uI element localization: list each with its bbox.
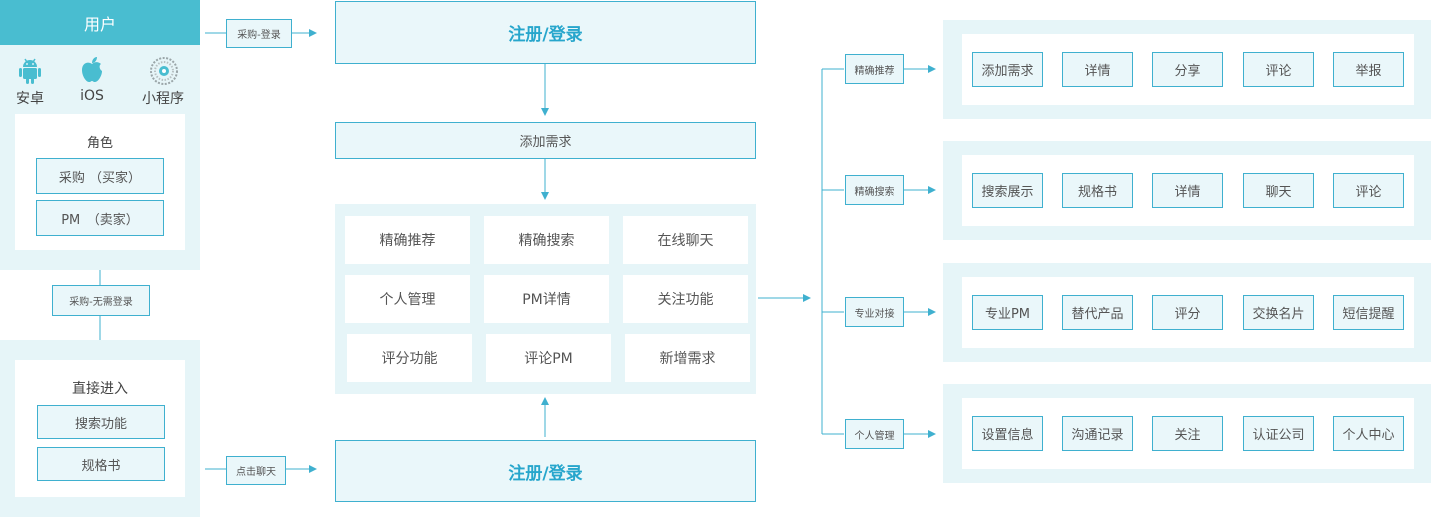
feature-cell: 评论PM bbox=[486, 334, 611, 382]
user-header: 用户 bbox=[0, 0, 200, 45]
branch-item: 详情 bbox=[1062, 52, 1133, 87]
guest-title: 直接进入 bbox=[72, 381, 128, 397]
branch-item: 关注 bbox=[1152, 416, 1223, 451]
branch-item: 交换名片 bbox=[1243, 295, 1314, 330]
branch-item: 分享 bbox=[1152, 52, 1223, 87]
feature-cell: 个人管理 bbox=[345, 275, 470, 323]
register-login-bottom: 注册/登录 bbox=[335, 440, 756, 502]
platform-label-mini-program: 小程序 bbox=[142, 91, 184, 107]
feature-cell: 精确搜索 bbox=[484, 216, 609, 264]
android-icon bbox=[16, 56, 44, 86]
branch-item: 短信提醒 bbox=[1333, 295, 1404, 330]
branch-item: 专业PM bbox=[972, 295, 1043, 330]
branch-label: 专业对接 bbox=[845, 297, 904, 327]
feature-cell: PM详情 bbox=[484, 275, 609, 323]
branch-item: 聊天 bbox=[1243, 173, 1314, 208]
apple-icon bbox=[78, 54, 106, 86]
branch-item: 搜索展示 bbox=[972, 173, 1043, 208]
branch-item: 评论 bbox=[1333, 173, 1404, 208]
add-demand: 添加需求 bbox=[335, 122, 756, 159]
branch-item: 添加需求 bbox=[972, 52, 1043, 87]
branch-item: 举报 bbox=[1333, 52, 1404, 87]
branch-item: 个人中心 bbox=[1333, 416, 1404, 451]
guest-spec: 规格书 bbox=[37, 447, 165, 481]
platform-label-ios: iOS bbox=[80, 88, 104, 104]
feature-cell: 新增需求 bbox=[625, 334, 750, 382]
branch-label: 个人管理 bbox=[845, 419, 904, 449]
guest-search: 搜索功能 bbox=[37, 405, 165, 439]
feature-cell: 在线聊天 bbox=[623, 216, 748, 264]
feature-cell: 评分功能 bbox=[347, 334, 472, 382]
feature-cell: 关注功能 bbox=[623, 275, 748, 323]
branch-item: 设置信息 bbox=[972, 416, 1043, 451]
edge-label-purchase-no-login: 采购-无需登录 bbox=[52, 285, 150, 316]
branch-item: 替代产品 bbox=[1062, 295, 1133, 330]
platform-label-android: 安卓 bbox=[16, 91, 44, 107]
feature-cell: 精确推荐 bbox=[345, 216, 470, 264]
branch-item: 沟通记录 bbox=[1062, 416, 1133, 451]
register-login-top: 注册/登录 bbox=[335, 1, 756, 64]
role-title: 角色 bbox=[86, 136, 113, 151]
branch-item: 认证公司 bbox=[1243, 416, 1314, 451]
branch-label: 精确搜索 bbox=[845, 175, 904, 205]
role-seller: PM （卖家） bbox=[36, 200, 164, 236]
role-buyer: 采购 （买家） bbox=[36, 158, 164, 194]
branch-item: 评分 bbox=[1152, 295, 1223, 330]
branch-item: 规格书 bbox=[1062, 173, 1133, 208]
branch-item: 详情 bbox=[1152, 173, 1223, 208]
branch-item: 评论 bbox=[1243, 52, 1314, 87]
branch-label: 精确推荐 bbox=[845, 54, 904, 84]
edge-label-purchase-login: 采购-登录 bbox=[226, 19, 292, 48]
mini-program-icon bbox=[148, 55, 180, 87]
edge-label-click-chat: 点击聊天 bbox=[226, 456, 286, 485]
